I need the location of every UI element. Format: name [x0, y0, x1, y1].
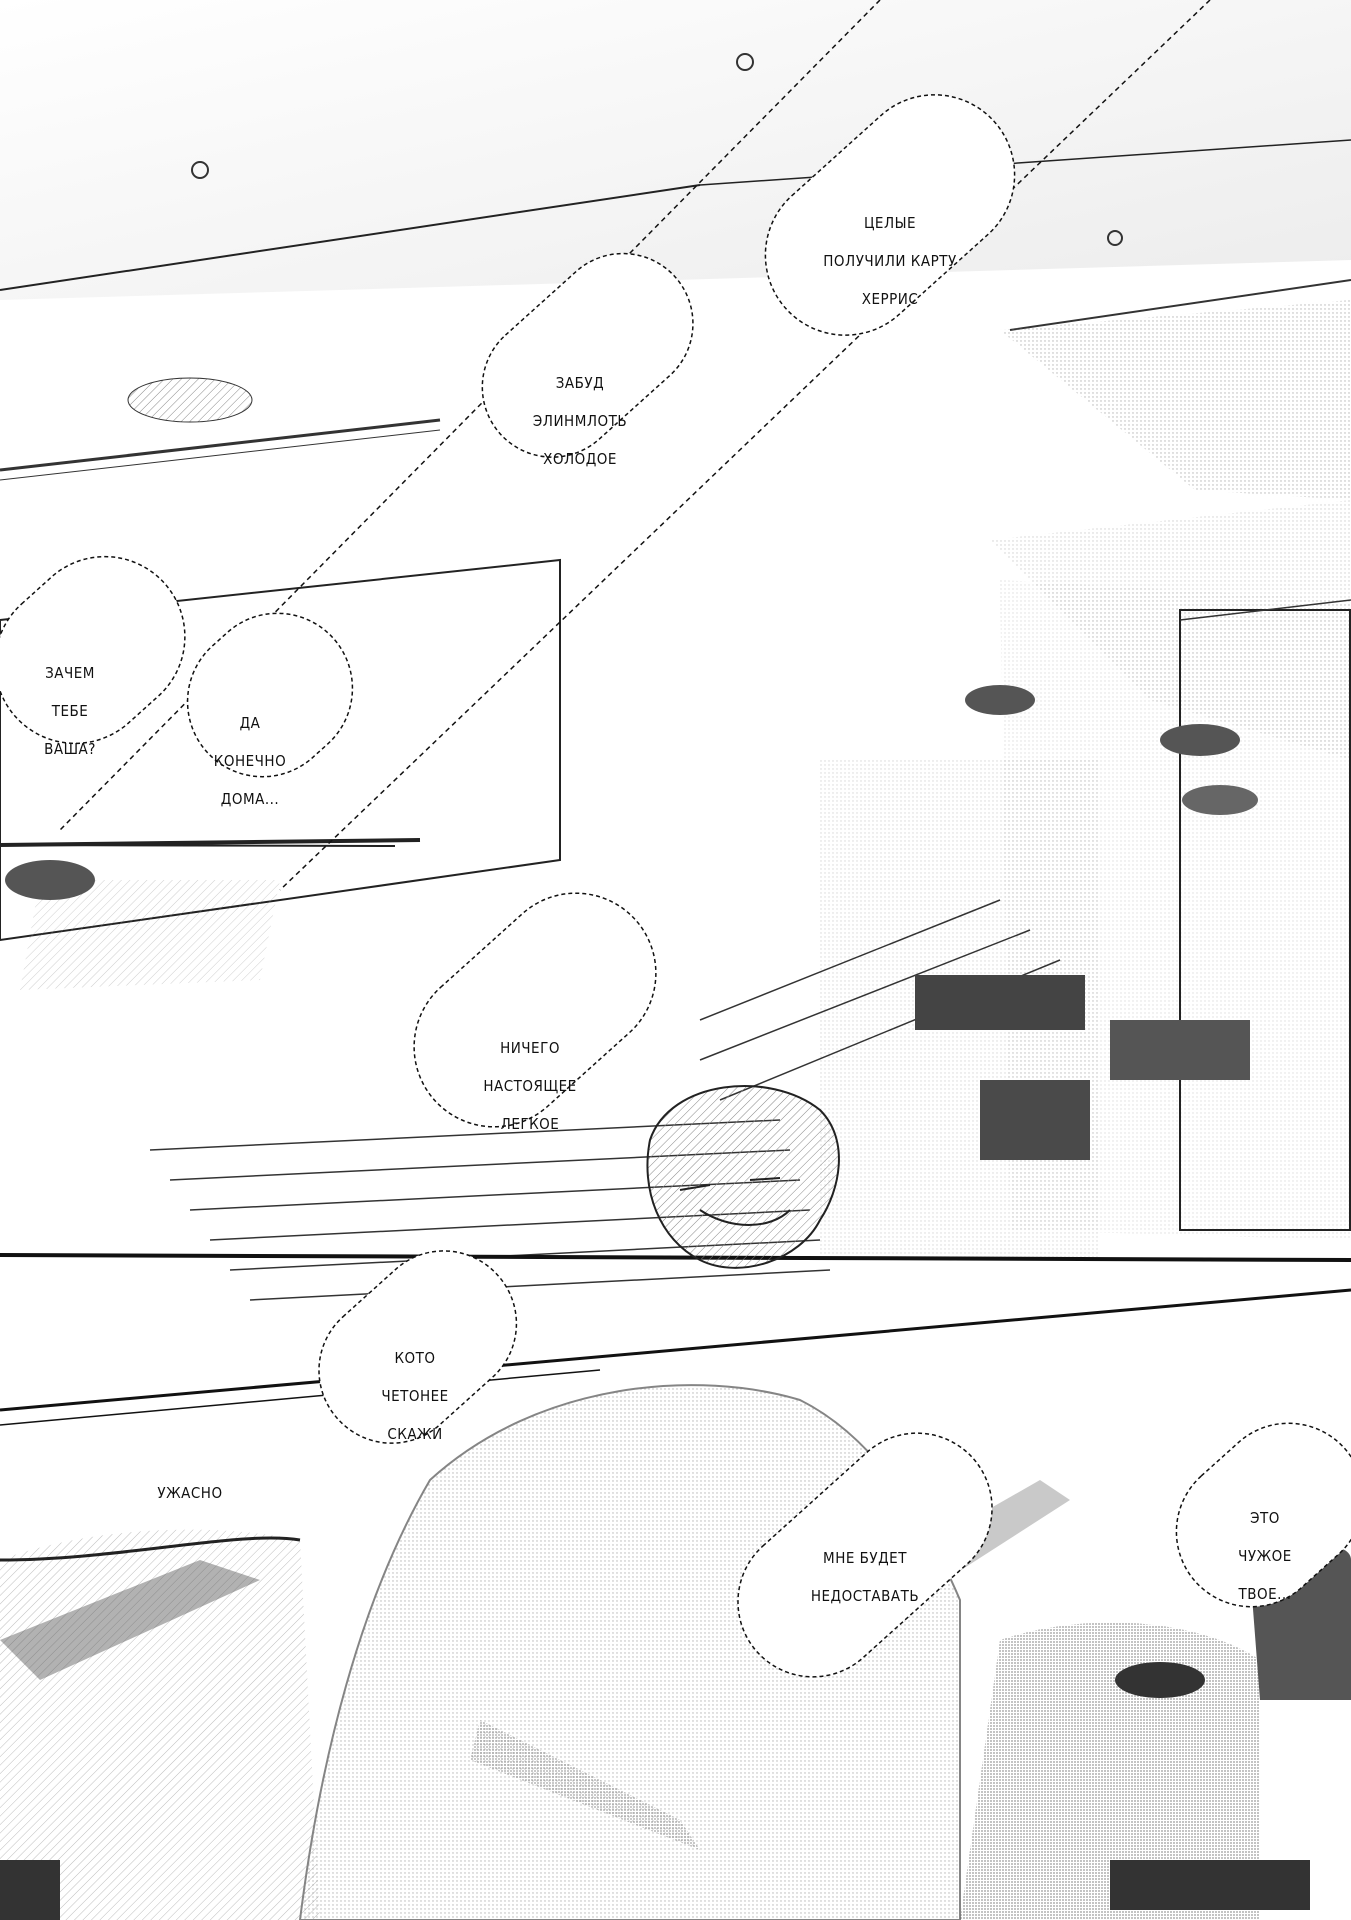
bubble-line: НИЧЕГО — [500, 1039, 560, 1057]
bubble-line: КОНЕЧНО — [213, 752, 287, 770]
bubble-line: ДА — [239, 714, 261, 732]
bubble-line: ЗАЧЕМ — [45, 664, 95, 682]
speech-bubble-text: УЖАСНО — [130, 1465, 250, 1522]
bubble-line: УЖАСНО — [157, 1484, 223, 1502]
bubble-line: ТЕБЕ — [51, 702, 89, 720]
bubble-line: ЧУЖОЕ — [1238, 1547, 1292, 1565]
bubble-line: ЗАБУД — [555, 374, 605, 392]
bubble-line: ДОМА... — [220, 790, 280, 808]
bubble-line: ПОЛУЧИЛИ КАРТУ — [823, 252, 957, 270]
bubble-line: ТВОЕ... — [1238, 1585, 1292, 1603]
bubble-line: НЕДОСТАВАТЬ — [810, 1587, 920, 1605]
speech-bubble-text: ЗАЧЕМ ТЕБЕ ВАША? — [10, 645, 130, 778]
speech-bubble-text: ЭТО ЧУЖОЕ ТВОЕ... — [1190, 1490, 1340, 1623]
bubble-line: ЛЕГКОЕ — [500, 1115, 560, 1133]
bubble-line: СКАЖИ — [387, 1425, 443, 1443]
speech-bubble-text: ДА КОНЕЧНО ДОМА... — [195, 695, 305, 828]
bubble-line: ЦЕЛЫЕ — [863, 214, 917, 232]
bubble-line: ВАША? — [44, 740, 96, 758]
bubble-line: НАСТОЯЩЕЕ — [483, 1077, 577, 1095]
bubble-line: МНЕ БУДЕТ — [823, 1549, 907, 1567]
speech-bubble-text: ЦЕЛЫЕ ПОЛУЧИЛИ КАРТУ ХЕРРИС — [790, 195, 990, 328]
bubble-line: ЭТО — [1250, 1509, 1280, 1527]
bubble-line: ЧЕТОНЕЕ — [381, 1387, 449, 1405]
bubble-line: ХОЛОДОЕ — [543, 450, 617, 468]
speech-bubble-text: МНЕ БУДЕТ НЕДОСТАВАТЬ — [760, 1530, 970, 1625]
speech-bubble-text: КОТО ЧЕТОНЕЕ СКАЖИ — [330, 1330, 500, 1463]
speech-bubble-text: НИЧЕГО НАСТОЯЩЕЕ ЛЕГКОЕ — [430, 1020, 630, 1153]
bubble-line: ЭЛИНМЛОТЬ — [532, 412, 628, 430]
bubble-line: ХЕРРИС — [861, 290, 919, 308]
bubble-line: КОТО — [394, 1349, 436, 1367]
speech-bubble-text: ЗАБУД ЭЛИНМЛОТЬ ХОЛОДОЕ — [500, 355, 660, 488]
